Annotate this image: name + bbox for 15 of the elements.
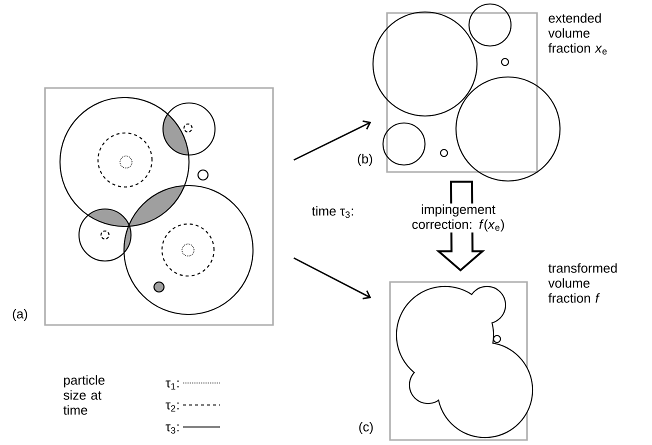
legend-label: τ$_{3}$:	[166, 424, 179, 434]
panel-frame	[44, 87, 274, 326]
panel-caption: extended volume fraction x$_{e}$	[548, 13, 607, 54]
legend-label: τ$_{1}$:	[166, 380, 179, 390]
panel-label: (c)	[359, 422, 373, 434]
panel-label: (b)	[358, 154, 372, 166]
arrow	[293, 257, 372, 300]
legend-heading: particle size at time	[63, 375, 105, 415]
edge-label: impingement correction: f(x$_{e}$)	[412, 204, 504, 232]
panel-caption: transformed volume fraction f	[548, 263, 617, 303]
panel-frame	[386, 12, 538, 173]
panel-label: (a)	[12, 308, 28, 322]
arrow	[293, 120, 372, 161]
legend-label: τ$_{2}$:	[166, 402, 179, 412]
time-label: time τ$_{3}$:	[312, 206, 354, 218]
